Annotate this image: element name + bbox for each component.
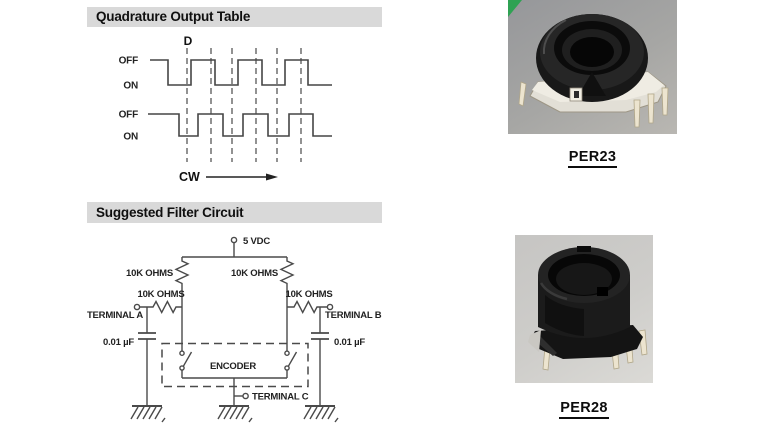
encoder-dashed-box [161,342,309,388]
filter-circuit-diagram: 5 VDC 10K OHMS 10K OHMS 10K OHMS 10K OHM… [87,236,382,423]
switch-right [284,350,298,378]
series-resistor-right [287,299,328,315]
filter-circuit-section-header: Suggested Filter Circuit [87,202,382,223]
per23-pins [518,81,669,128]
per28-encoder-illustration [528,246,648,371]
terminal-b-label: TERMINAL B [325,310,382,321]
channel-b-on-label: ON [123,132,138,143]
quadrature-section-header: Quadrature Output Table [87,7,382,27]
quadrature-waveform-diagram: D OFF ON OFF ON CW [119,34,332,184]
series-right-label: 10K OHMS [286,289,333,300]
terminal-b-dot [326,303,334,311]
cap-left-label: 0.01 µF [103,337,134,348]
switch-left [179,350,193,378]
series-resistor-left [139,299,182,315]
per28-photo [515,235,653,383]
supply-terminal-dot [230,236,238,244]
channel-b-waveform [148,113,332,137]
cw-direction-arrow [206,173,278,181]
encoder-label: ENCODER [210,361,256,372]
ground-symbol-left [130,405,166,423]
terminal-c-branch [234,392,249,400]
supply-label: 5 VDC [243,236,270,247]
detent-dashed-lines [186,48,302,162]
terminal-a-label: TERMINAL A [87,310,143,321]
per28-product-label: PER28 [515,400,653,419]
pullup-resistor-left [174,257,190,351]
channel-a-waveform [150,59,332,86]
cap-right-label: 0.01 µF [334,337,365,348]
cw-direction-label: CW [179,170,200,184]
pullup-resistor-right [279,257,295,351]
per23-product-label: PER23 [508,149,677,168]
channel-a-on-label: ON [123,81,138,92]
terminal-c-label: TERMINAL C [252,392,309,403]
per28-name: PER28 [559,400,609,419]
capacitor-right [311,307,329,406]
quadrature-title: Quadrature Output Table [96,9,251,24]
capacitor-left [138,307,156,406]
ground-symbol-right [303,405,339,423]
terminal-a-dot [133,303,141,311]
pullup-left-label: 10K OHMS [126,268,173,279]
per23-name: PER23 [567,149,618,168]
channel-a-off-label: OFF [119,56,138,67]
ground-symbol-center [217,405,253,423]
per23-photo [508,0,677,134]
filter-circuit-title: Suggested Filter Circuit [96,205,244,220]
channel-b-off-label: OFF [119,110,138,121]
pullup-right-label: 10K OHMS [231,268,278,279]
series-left-label: 10K OHMS [138,289,185,300]
detent-label: D [184,34,193,48]
per23-encoder-illustration [518,14,669,128]
corner-triangle-icon [508,0,522,17]
